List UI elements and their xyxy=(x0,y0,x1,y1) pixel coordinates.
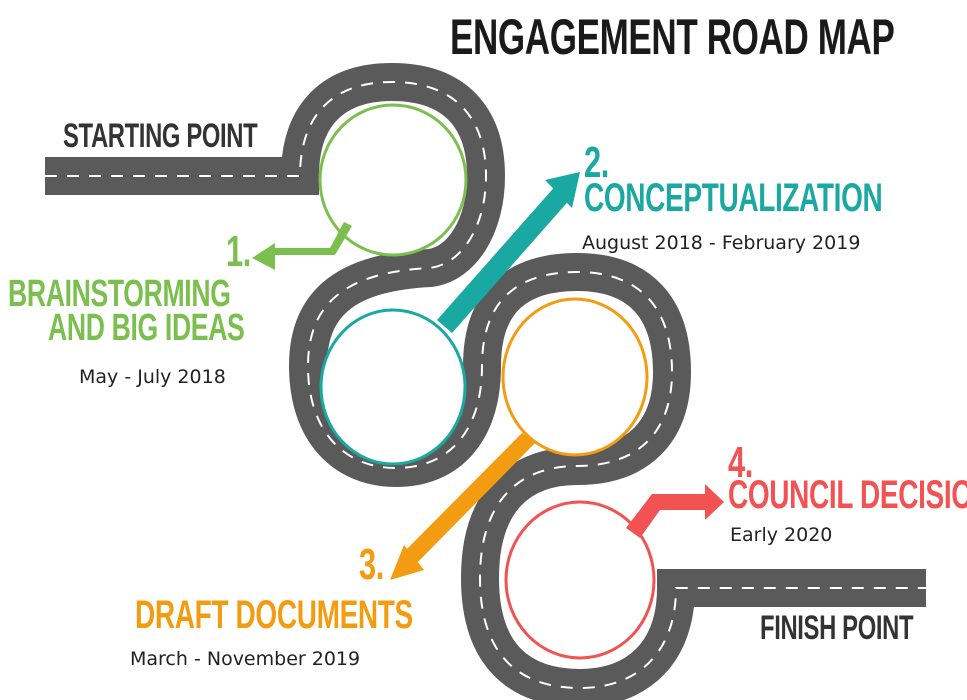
stage-2-number: 2. xyxy=(584,138,609,187)
stage-1-circle xyxy=(318,103,468,257)
stage-1-number: 1. xyxy=(226,227,251,276)
stage-2-circle xyxy=(319,308,467,466)
stage-4-dates: Early 2020 xyxy=(730,524,833,546)
stage-4-title: COUNCIL DECISION xyxy=(728,473,967,517)
stage-3-arrow xyxy=(390,433,536,580)
stage-3-title: DRAFT DOCUMENTS xyxy=(135,593,413,637)
start-point-label: STARTING POINT xyxy=(63,117,258,155)
stage-2-arrow xyxy=(437,172,580,333)
stage-4-number: 4. xyxy=(728,438,753,487)
road xyxy=(45,62,926,700)
stage-3-dates: March - November 2019 xyxy=(130,648,361,670)
stage-1-title-line2: AND BIG IDEAS xyxy=(48,307,245,349)
page-title: ENGAGEMENT ROAD MAP xyxy=(450,9,895,65)
stage-3-number: 3. xyxy=(359,540,384,589)
stage-2-dates: August 2018 - February 2019 xyxy=(582,232,861,254)
stage-3-circle xyxy=(501,297,649,457)
stage-4-arrow xyxy=(626,484,724,538)
stage-1-dates: May - July 2018 xyxy=(79,366,226,388)
finish-point-label: FINISH POINT xyxy=(760,609,914,647)
stage-1-title-line1: BRAINSTORMING xyxy=(8,273,231,315)
stage-1-arrow xyxy=(252,222,352,270)
stage-4-circle xyxy=(504,500,656,660)
road-centerline xyxy=(45,80,926,690)
stage-2-title: CONCEPTUALIZATION xyxy=(584,176,883,220)
